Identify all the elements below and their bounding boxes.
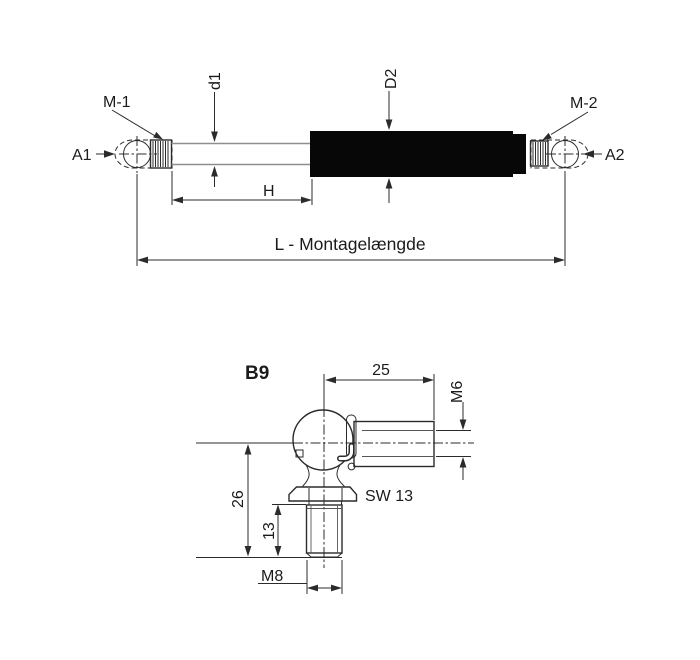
label-m2: M-2 <box>570 95 598 112</box>
dimension-m8: M8 <box>258 560 343 594</box>
piston-rod <box>171 142 310 166</box>
h-arrowhead-left <box>172 196 183 204</box>
ball-detail-square <box>295 449 304 458</box>
a2-arrowhead <box>583 150 594 158</box>
label-d2: D2 <box>383 68 400 89</box>
dimension-13: 13 <box>261 504 306 557</box>
dim26-arrowhead-bottom <box>244 546 252 557</box>
l-arrowhead-right <box>554 256 565 264</box>
left-thread-body <box>149 139 173 169</box>
m6-arrowhead-bottom <box>459 457 467 468</box>
dimension-l: L - Montagelængde <box>136 171 566 266</box>
tube-body <box>310 131 513 177</box>
dimension-m6: M6 <box>436 381 471 480</box>
hex-flange <box>288 486 358 502</box>
label-d1: d1 <box>207 72 224 90</box>
right-thread-hatch <box>532 142 546 165</box>
left-thread-stub <box>149 139 173 169</box>
m8-arrowhead-left <box>307 584 318 592</box>
h-arrowhead-right <box>301 196 312 204</box>
l-arrowhead-left <box>137 256 148 264</box>
dim25-arrowhead-right <box>423 376 434 384</box>
dimension-h: H <box>171 171 313 205</box>
m6-arrowhead-top <box>459 419 467 430</box>
label-m6: M6 <box>449 381 466 403</box>
label-mounting-length: L - Montagelængde <box>274 234 425 254</box>
ball-joint-title: B9 <box>245 363 269 384</box>
d2-upper-arrowhead <box>385 119 393 130</box>
label-a1: A1 <box>72 147 92 164</box>
dim13-arrowhead-bottom <box>274 546 282 557</box>
dim13-arrowhead-top <box>274 504 282 515</box>
clip-wire-end <box>347 462 356 471</box>
right-thread-stub <box>529 140 549 167</box>
d1-upper-arrowhead <box>211 131 218 142</box>
m2-leader-line <box>550 111 589 135</box>
stud-body <box>305 504 343 554</box>
left-eyelet-outline <box>114 139 173 169</box>
label-m1-group: M-1 <box>103 94 163 140</box>
clip-hook-inner <box>338 444 353 460</box>
ball-neck <box>302 463 345 487</box>
ball-joint-drawing: B9 25 <box>196 362 474 594</box>
label-m2-group: M-2 <box>542 95 598 141</box>
neck-left-edge <box>302 463 310 487</box>
label-m8: M8 <box>261 568 283 585</box>
retaining-clip <box>337 414 357 471</box>
d1-lower-arrowhead <box>211 166 218 177</box>
neck-right-edge <box>336 463 345 487</box>
label-a2-group: A2 <box>583 147 625 164</box>
label-h: H <box>263 183 275 200</box>
d2-lower-arrowhead <box>385 178 393 189</box>
m2-arrowhead <box>542 132 552 141</box>
m8-arrowhead-right <box>331 584 342 592</box>
dim26-arrowhead-top <box>244 444 252 455</box>
tube-end-cap <box>513 134 526 174</box>
left-thread-hatch <box>152 141 169 167</box>
label-m1: M-1 <box>103 94 131 111</box>
dimension-d1: d1 <box>207 72 224 187</box>
label-25: 25 <box>372 362 390 379</box>
dim25-arrowhead-left <box>325 376 336 384</box>
label-a1-group: A1 <box>72 147 115 164</box>
dimension-26: 26 <box>196 442 342 558</box>
label-sw13: SW 13 <box>365 488 413 505</box>
m1-arrowhead <box>153 131 163 140</box>
gas-spring-drawing: A1 M-1 d1 D2 M-2 <box>72 68 625 266</box>
socket <box>353 420 435 468</box>
socket-body <box>353 420 435 468</box>
ball <box>292 409 354 471</box>
cylinder-tube <box>310 131 526 177</box>
label-13: 13 <box>261 522 278 540</box>
a1-arrowhead <box>104 150 115 158</box>
dimension-d2: D2 <box>383 68 400 203</box>
m1-leader-line <box>111 109 157 137</box>
dimension-25: 25 <box>323 362 435 420</box>
label-a2: A2 <box>605 147 625 164</box>
hex-outline <box>288 486 358 502</box>
label-26: 26 <box>230 490 247 508</box>
